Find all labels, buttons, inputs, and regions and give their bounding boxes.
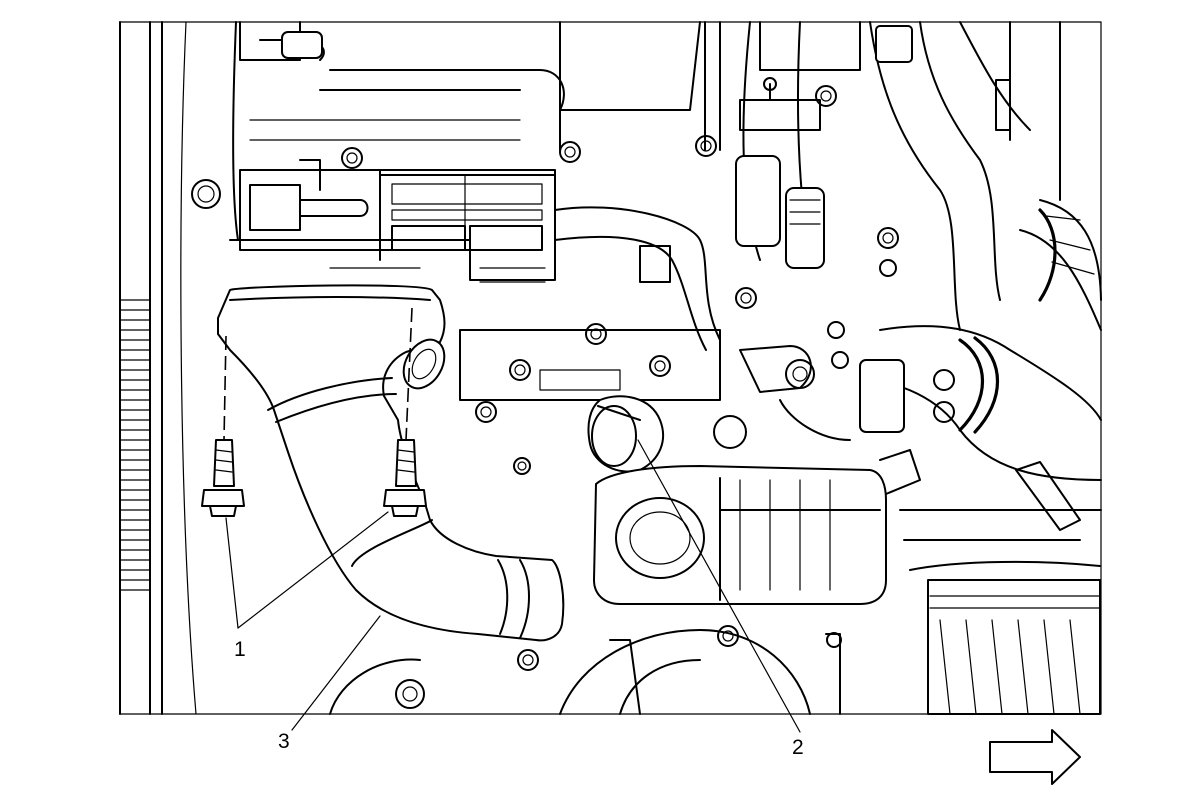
oil-fill-cap: [587, 395, 665, 473]
duct-bolts: [201, 307, 427, 517]
right-engine-section: [869, 21, 1102, 331]
head-bolts: [459, 227, 899, 475]
throttle-body: [713, 325, 1102, 481]
leader-1-right: [237, 511, 389, 629]
air-cleaner-outlet-duct: [217, 284, 565, 642]
bolt-right: [383, 439, 427, 517]
intake-manifold: [229, 159, 556, 283]
leader-lines: [225, 439, 801, 733]
fender-hatching: [119, 299, 151, 591]
leader-2: [637, 439, 801, 733]
right-arrow-icon: [989, 729, 1081, 785]
callout-2: 2: [792, 736, 804, 759]
left-fender: [119, 21, 239, 715]
leader-3: [291, 615, 381, 731]
coolant-hose: [554, 21, 825, 351]
callout-1: 1: [234, 638, 246, 661]
callout-3: 3: [278, 730, 290, 753]
upper-engine-components: [239, 21, 861, 169]
bolt-left: [201, 439, 245, 517]
lower-components: [329, 461, 1102, 715]
coolant-reservoir: [593, 449, 921, 605]
leader-1-left: [225, 517, 239, 629]
